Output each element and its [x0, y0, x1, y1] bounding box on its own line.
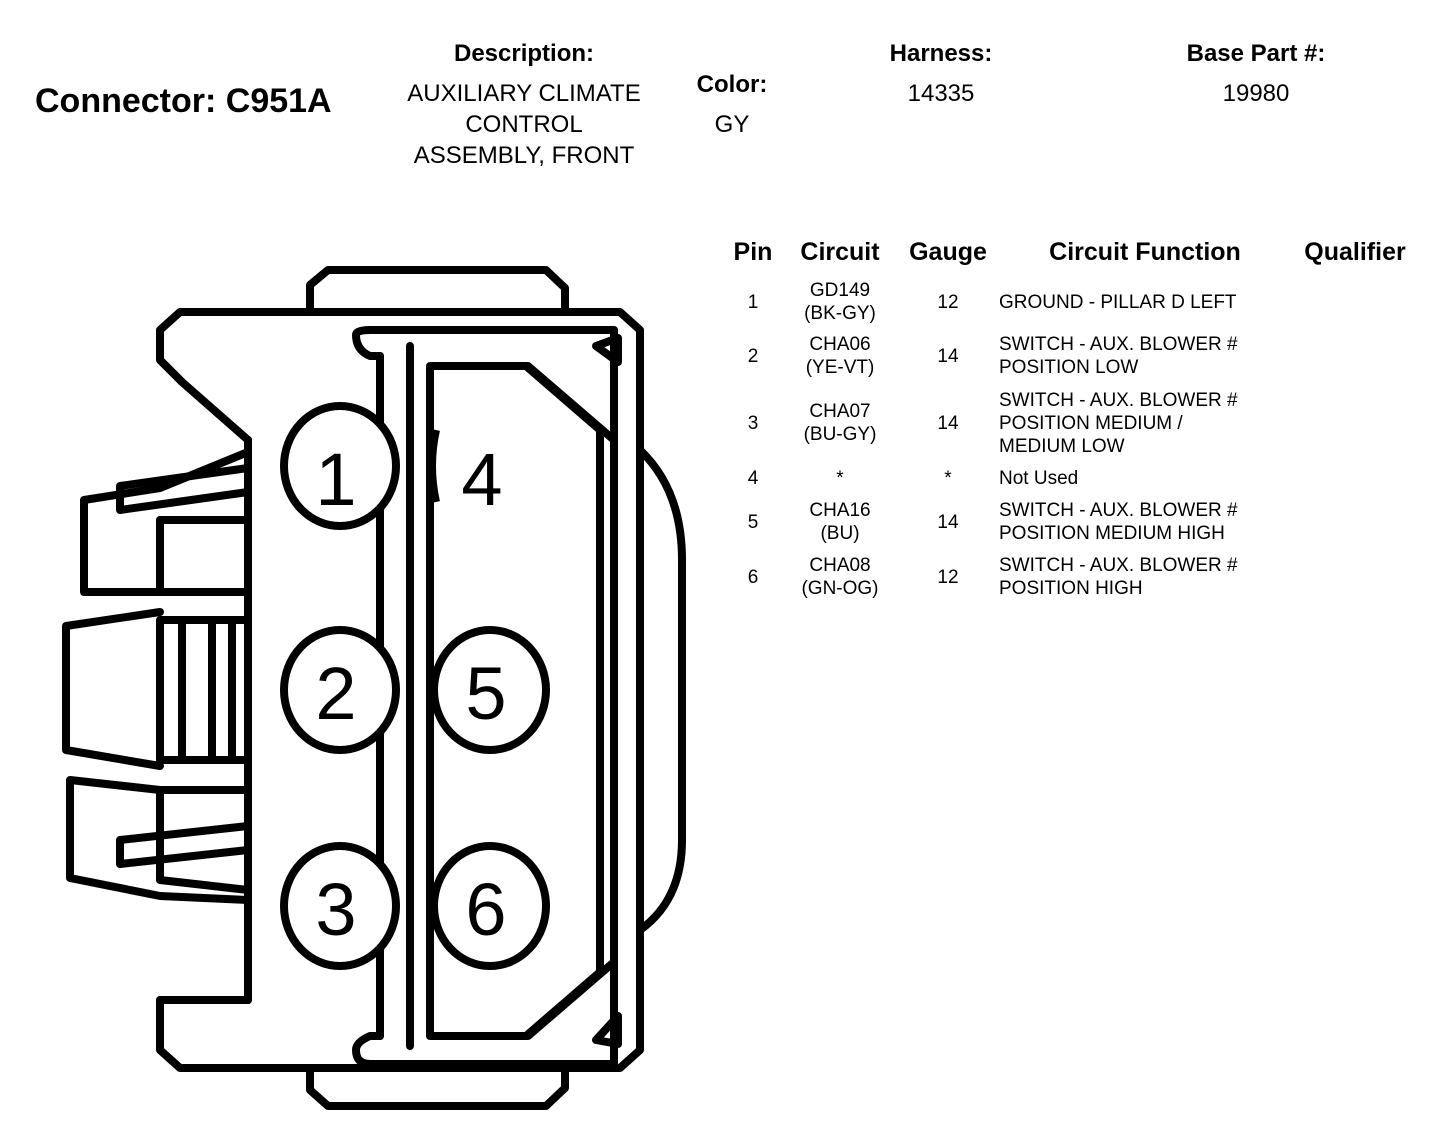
pin-label: 6 — [465, 868, 506, 951]
gauge-cell: 14 — [937, 511, 959, 533]
pin-label: 3 — [315, 868, 356, 951]
gauge-cell: 14 — [937, 412, 959, 434]
pin-label: 2 — [315, 652, 356, 735]
function-cell: GROUND - PILLAR D LEFT — [999, 280, 1299, 324]
circuit-color: (YE-VT) — [805, 357, 875, 378]
function-cell: SWITCH - AUX. BLOWER # POSITION LOW — [999, 333, 1299, 379]
description-line: AUXILIARY CLIMATE — [407, 80, 641, 107]
circuit-id: * — [836, 467, 844, 489]
function-line: SWITCH - AUX. BLOWER # — [999, 389, 1238, 411]
table-row: 4 * * Not Used — [720, 466, 1440, 490]
circuit-color: (BK-GY) — [804, 303, 876, 324]
function-line: GROUND - PILLAR D LEFT — [999, 291, 1237, 313]
harness-label: Harness: — [889, 40, 993, 67]
function-line: SWITCH - AUX. BLOWER # — [999, 334, 1238, 355]
gauge-cell: 12 — [937, 291, 959, 313]
function-line: POSITION MEDIUM HIGH — [999, 523, 1225, 544]
lower-latch-slot — [116, 822, 252, 868]
function-line: MEDIUM LOW — [999, 435, 1125, 457]
pin-cell: 2 — [747, 345, 759, 367]
polarization-triangle-top — [592, 334, 622, 366]
pin-5-cavity — [430, 626, 550, 754]
function-line: POSITION HIGH — [999, 578, 1143, 599]
function-line: POSITION LOW — [999, 357, 1139, 378]
pin-label: 5 — [465, 652, 506, 735]
housing-right-bulge — [636, 446, 686, 934]
connector-title: Connector: C951A — [35, 82, 332, 120]
pin-label: 4 — [461, 438, 502, 521]
color-value: GY — [714, 111, 750, 138]
circuit-cell: CHA16 (BU) — [790, 499, 890, 545]
function-cell: SWITCH - AUX. BLOWER # POSITION MEDIUM /… — [999, 389, 1299, 457]
gauge-cell: * — [944, 467, 952, 489]
circuit-cell: CHA06 (YE-VT) — [790, 333, 890, 379]
pin-label: 1 — [315, 438, 356, 521]
function-cell: Not Used — [999, 466, 1299, 490]
circuit-id: CHA07 — [809, 401, 871, 422]
pin-3-cavity — [280, 842, 400, 970]
circuit-cell: CHA08 (GN-OG) — [790, 554, 890, 600]
upper-latch-slot — [116, 464, 252, 514]
column-header-circuit-function: Circuit Function — [1049, 238, 1241, 266]
table-row: 2 CHA06 (YE-VT) 14 SWITCH - AUX. BLOWER … — [720, 333, 1440, 379]
gauge-cell: 12 — [937, 566, 959, 588]
column-header-gauge: Gauge — [909, 238, 987, 266]
table-row: 5 CHA16 (BU) 14 SWITCH - AUX. BLOWER # P… — [720, 499, 1440, 545]
circuit-id: CHA16 — [809, 500, 871, 521]
circuit-id: GD149 — [809, 280, 871, 301]
circuit-cell: CHA07 (BU-GY) — [790, 389, 890, 457]
function-cell: SWITCH - AUX. BLOWER # POSITION HIGH — [999, 554, 1299, 600]
circuit-id: CHA06 — [809, 334, 871, 355]
circuit-cell: GD149 (BK-GY) — [790, 280, 890, 324]
base-part-label: Base Part #: — [1186, 40, 1326, 67]
circuit-color: (BU-GY) — [803, 424, 877, 445]
base-part-value: 19980 — [1222, 80, 1290, 107]
pin-cell: 1 — [747, 291, 759, 313]
pin-2-cavity — [280, 626, 400, 754]
gauge-cell: 14 — [937, 345, 959, 367]
pin-cell: 5 — [747, 511, 759, 533]
pin-cell: 6 — [747, 566, 759, 588]
column-header-qualifier: Qualifier — [1304, 238, 1406, 266]
table-row: 6 CHA08 (GN-OG) 12 SWITCH - AUX. BLOWER … — [720, 554, 1440, 600]
circuit-color: (BU) — [820, 523, 860, 544]
middle-latch-stub — [62, 608, 164, 770]
bottom-latch-tab — [306, 1064, 569, 1110]
table-row: 3 CHA07 (BU-GY) 14 SWITCH - AUX. BLOWER … — [720, 389, 1440, 457]
circuit-cell: * — [790, 466, 890, 490]
pin-6-cavity — [430, 842, 550, 970]
pin-cell: 3 — [747, 412, 759, 434]
polarization-triangle-bottom — [592, 1012, 622, 1048]
lower-latch-finger — [66, 776, 252, 904]
description-label: Description: — [453, 40, 594, 67]
description-line: CONTROL — [465, 111, 583, 138]
color-label: Color: — [696, 71, 768, 98]
pin-1-cavity — [280, 402, 400, 530]
pin-4-cavity — [428, 429, 440, 503]
circuit-id: CHA08 — [809, 555, 871, 576]
top-latch-tab — [306, 266, 569, 312]
harness-value: 14335 — [907, 80, 975, 107]
column-header-circuit: Circuit — [800, 238, 880, 266]
table-row: 1 GD149 (BK-GY) 12 GROUND - PILLAR D LEF… — [720, 280, 1440, 324]
function-cell: SWITCH - AUX. BLOWER # POSITION MEDIUM H… — [999, 499, 1299, 545]
column-header-pin: Pin — [733, 238, 773, 266]
description-line: ASSEMBLY, FRONT — [413, 142, 635, 169]
pin-cell: 4 — [747, 467, 759, 489]
function-line: SWITCH - AUX. BLOWER # — [999, 555, 1238, 576]
function-line: Not Used — [999, 467, 1079, 489]
connector-face-diagram: 1 2 3 4 5 6 — [62, 266, 686, 1110]
function-line: SWITCH - AUX. BLOWER # — [999, 500, 1238, 521]
inner-cavity — [352, 326, 618, 1068]
function-line: POSITION MEDIUM / — [999, 412, 1183, 434]
circuit-color: (GN-OG) — [801, 578, 879, 599]
description-value: AUXILIARY CLIMATE CONTROL ASSEMBLY, FRON… — [374, 78, 674, 171]
